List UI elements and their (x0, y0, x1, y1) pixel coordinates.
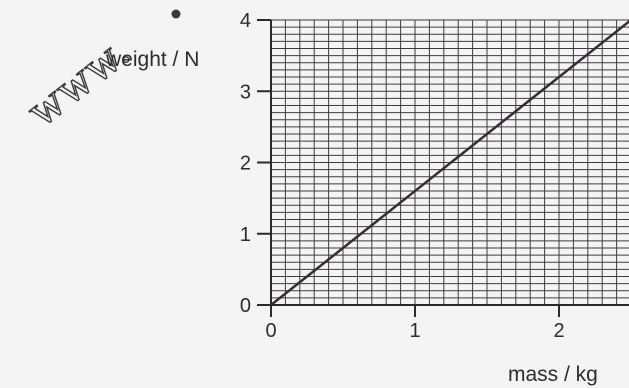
x-tick-label: 0 (265, 320, 276, 342)
x-axis-label: mass / kg (508, 363, 598, 386)
watermark: www. (16, 9, 181, 137)
y-tick-label: 3 (240, 81, 251, 103)
x-tick-label: 2 (553, 320, 564, 342)
series (270, 19, 629, 306)
tick-labels: 0 1 2 3 4 0 1 2 (240, 10, 565, 342)
watermark-dot (171, 9, 181, 19)
axes (257, 19, 629, 317)
grid (270, 19, 629, 306)
x-tick-label: 1 (409, 320, 420, 342)
y-tick-label: 4 (240, 10, 251, 32)
y-tick-label: 1 (240, 224, 251, 246)
y-tick-label: 0 (240, 295, 251, 317)
y-tick-label: 2 (240, 153, 251, 175)
watermark-text: www. (17, 24, 140, 136)
y-axis-label: weight / N (105, 48, 199, 71)
series-line (270, 19, 629, 306)
